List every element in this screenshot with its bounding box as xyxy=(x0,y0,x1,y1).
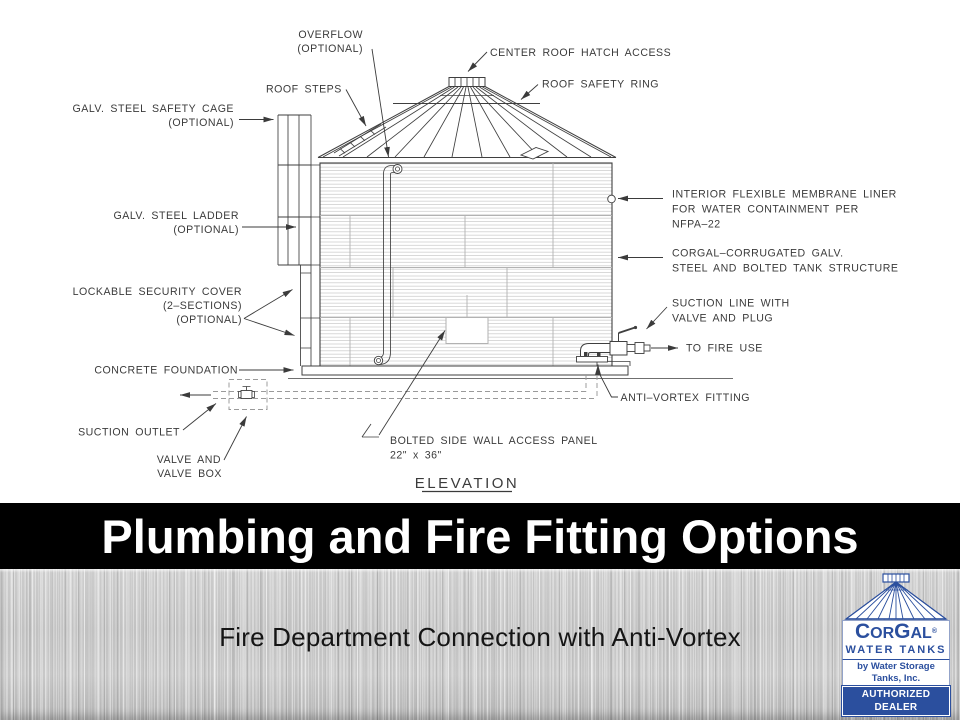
label-suction-line: VALVE AND PLUG xyxy=(672,313,773,325)
label-valve-and-box: VALVE AND xyxy=(157,454,221,466)
logo-tank-roof-icon xyxy=(844,573,948,620)
corgal-logo: CORGAL® WATER TANKS by Water Storage Tan… xyxy=(842,573,950,716)
registered-mark: ® xyxy=(931,628,937,635)
overflow-pipe xyxy=(373,164,403,366)
label-membrane-liner: INTERIOR FLEXIBLE MEMBRANE LINER xyxy=(672,189,897,201)
wordmark-part: C xyxy=(854,620,871,643)
label-security-cover: (OPTIONAL) xyxy=(176,314,242,326)
label-ladder: GALV. STEEL LADDER xyxy=(114,210,239,222)
underground-suction-piping xyxy=(180,375,598,410)
label-suction-line: SUCTION LINE WITH xyxy=(672,298,790,310)
ladder-and-cage xyxy=(277,114,320,366)
label-ladder: (OPTIONAL) xyxy=(173,224,239,236)
wordmark-part: AL xyxy=(910,625,932,642)
authorized-dealer-badge: AUTHORIZED DEALER xyxy=(842,686,950,716)
slide-title: Plumbing and Fire Fitting Options xyxy=(101,509,859,563)
side-wall-access-panel xyxy=(445,317,489,344)
title-banner: Plumbing and Fire Fitting Options xyxy=(0,503,960,569)
logo-byline: by Water Storage Tanks, Inc. xyxy=(842,659,950,686)
label-security-cover: (2–SECTIONS) xyxy=(163,300,242,312)
tank-wall xyxy=(319,162,616,367)
label-security-cover: LOCKABLE SECURITY COVER xyxy=(73,286,242,298)
fire-suction-assembly xyxy=(576,325,651,363)
view-title-elevation: ELEVATION xyxy=(415,475,519,492)
wordmark-part: G xyxy=(894,620,911,643)
label-overflow: OVERFLOW xyxy=(298,29,363,41)
label-center-roof-hatch: CENTER ROOF HATCH ACCESS xyxy=(490,47,671,59)
concrete-foundation xyxy=(288,361,733,379)
logo-wordmark: CORGAL® xyxy=(843,620,949,644)
label-tank-structure: CORGAL–CORRUGATED GALV. xyxy=(672,248,844,260)
label-roof-steps: ROOF STEPS xyxy=(266,84,342,96)
label-safety-cage: GALV. STEEL SAFETY CAGE xyxy=(73,103,234,115)
callout-labels: OVERFLOW (OPTIONAL) CENTER ROOF HATCH AC… xyxy=(73,29,898,493)
label-access-panel: 22" x 36" xyxy=(390,450,442,462)
logo-box: CORGAL® WATER TANKS xyxy=(842,620,950,659)
label-to-fire-use: TO FIRE USE xyxy=(686,343,763,355)
wordmark-part: OR xyxy=(870,625,895,642)
metal-footer xyxy=(0,569,960,720)
label-access-panel: BOLTED SIDE WALL ACCESS PANEL xyxy=(390,435,598,447)
label-roof-safety-ring: ROOF SAFETY RING xyxy=(542,79,659,91)
label-valve-and-box: VALVE BOX xyxy=(157,468,222,480)
label-overflow: (OPTIONAL) xyxy=(297,43,363,55)
tank-roof xyxy=(317,77,617,163)
label-tank-structure: STEEL AND BOLTED TANK STRUCTURE xyxy=(672,263,898,275)
slide-subtitle: Fire Department Connection with Anti-Vor… xyxy=(219,622,741,652)
label-anti-vortex: ANTI–VORTEX FITTING xyxy=(621,392,751,404)
logo-tagline: WATER TANKS xyxy=(845,644,947,656)
tank-elevation-drawing: OVERFLOW (OPTIONAL) CENTER ROOF HATCH AC… xyxy=(73,29,898,493)
label-suction-outlet: SUCTION OUTLET xyxy=(78,427,180,439)
label-membrane-liner: NFPA–22 xyxy=(672,219,721,231)
label-safety-cage: (OPTIONAL) xyxy=(168,117,234,129)
label-concrete-foundation: CONCRETE FOUNDATION xyxy=(94,365,238,377)
leader-lines xyxy=(182,48,678,461)
label-membrane-liner: FOR WATER CONTAINMENT PER xyxy=(672,204,859,216)
